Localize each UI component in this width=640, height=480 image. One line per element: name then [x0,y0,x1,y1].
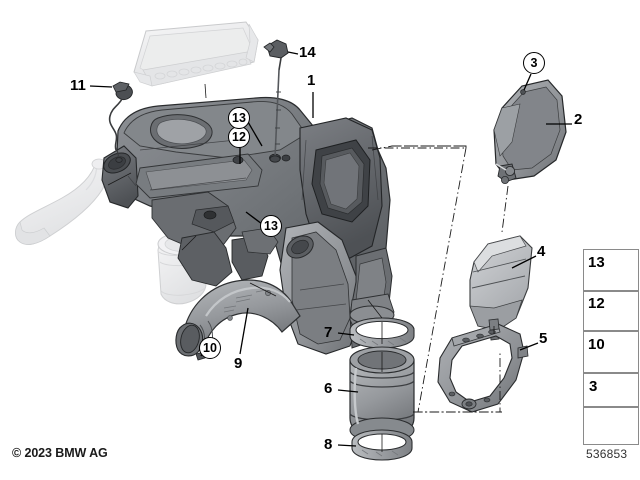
part-retaining-frame [437,318,529,413]
callout-5: 5 [539,330,548,347]
callout-11: 11 [70,77,86,94]
fine-pointer-lines [107,83,495,452]
legend-number-10: 10 [588,336,605,353]
callout-10-circled: 10 [199,337,221,359]
ghost-air-duct [15,158,108,245]
part-sensor-bracket [263,39,289,163]
legend-number-3: 3 [589,378,598,395]
callout-2: 2 [574,111,583,128]
callout-6: 6 [324,380,333,397]
legend-cell-13 [583,249,639,291]
legend-cell-arrow [583,407,639,445]
callout-1: 1 [307,72,316,89]
legend-number-12: 12 [588,295,605,312]
callout-14: 14 [299,44,316,61]
legend-cell-10 [583,331,639,373]
part-air-filter-element [469,235,533,341]
legend-cell-12 [583,291,639,331]
part-air-filter-housing [101,96,395,355]
legend-cell-3 [583,373,639,407]
copyright-notice: © 2023 BMW AG [12,446,108,460]
diagram-number-label: 536853 [586,447,628,461]
part-intake-hose [175,279,301,361]
callout-13-circled-upper: 13 [228,107,250,129]
callout-9: 9 [234,355,243,372]
assembly-axis-lines [368,145,509,413]
callout-8: 8 [324,436,333,453]
callout-3-circled: 3 [523,52,545,74]
callout-4: 4 [537,243,546,260]
callout-13-circled-lower: 13 [260,215,282,237]
part-resonator-cover [493,79,567,184]
legend-number-13: 13 [588,254,605,271]
callout-7: 7 [324,324,333,341]
ghost-intake-grille [133,21,259,87]
callout-12-circled: 12 [228,126,250,148]
part-vent-clip [108,81,133,163]
